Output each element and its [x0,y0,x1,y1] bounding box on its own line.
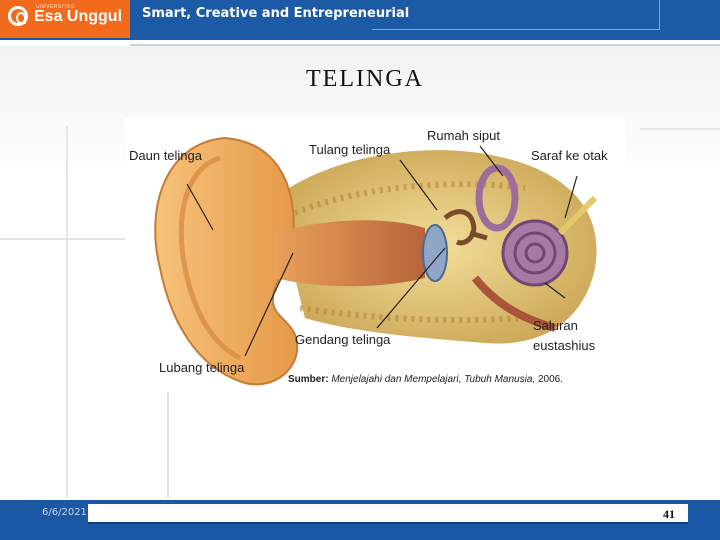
footer-strip [88,504,688,524]
ear-canal [275,220,425,287]
label-gendang-telinga: Gendang telinga [295,332,391,347]
label-daun-telinga: Daun telinga [129,148,202,163]
frame-line [640,128,720,130]
pointer-lines [186,145,578,357]
ear-diagram: Daun telinga Tulang telinga Rumah siput … [125,118,625,390]
header-divider [130,44,720,46]
source-text: Menjelajahi dan Mempelajari, Tubuh Manus… [331,374,536,385]
frame-line [167,392,169,498]
page-number: 41 [663,507,675,521]
label-saluran: Saluran [533,318,578,333]
source-label: Sumber: [288,374,329,385]
cochlea-mid [513,231,557,275]
pinna-fold [178,155,242,361]
frame-line [0,238,126,240]
label-eustashius: eustashius [533,338,596,353]
ossicles [443,209,488,246]
auditory-nerve [557,195,598,236]
ear-illustration [154,136,598,386]
label-rumah-siput: Rumah siput [427,128,500,143]
cochlea-inner [524,242,546,264]
header-bar: UNIVERSITAS Esa Unggul Smart, Creative a… [0,0,720,40]
logo-icon [8,6,28,26]
cochlea-outer [501,219,569,287]
frame-line [66,126,68,498]
logo-small-text: UNIVERSITAS [36,4,75,10]
eustachian-tube [471,275,557,332]
university-logo[interactable]: UNIVERSITAS Esa Unggul [0,0,130,38]
tagline: Smart, Creative and Entrepreneurial [142,6,410,21]
figure-source: Sumber: Menjelajahi dan Mempelajari, Tub… [288,374,563,385]
label-lubang-telinga: Lubang telinga [159,360,245,375]
slide-date: 6/6/2021 [42,507,87,518]
label-saraf-ke-otak: Saraf ke otak [531,148,608,163]
source-year: 2006. [537,374,563,385]
eardrum [422,224,448,282]
slide-title: TELINGA [306,66,424,92]
header-decoration [372,0,660,30]
label-tulang-telinga: Tulang telinga [309,142,391,157]
logo-name: Esa Unggul [34,8,123,25]
bone-texture [293,181,526,323]
